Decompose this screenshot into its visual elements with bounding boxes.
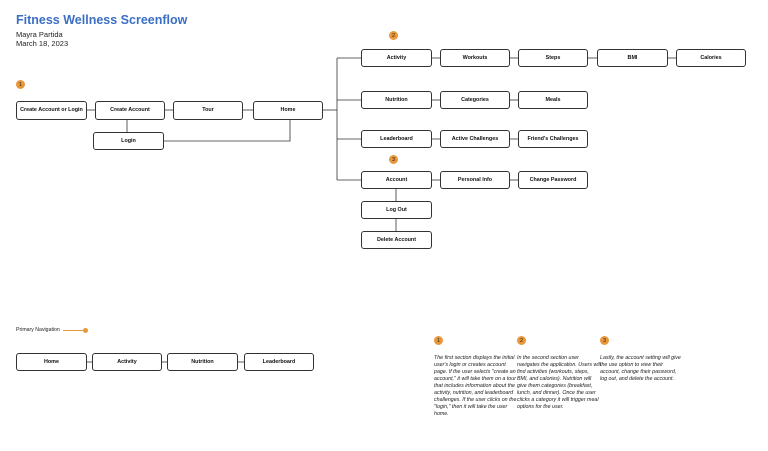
node-log-out: Log Out	[361, 201, 432, 219]
node-home: Home	[253, 101, 323, 120]
node-login: Login	[93, 132, 164, 150]
primary-nav-activity: Activity	[92, 353, 162, 371]
author-name: Mayra Partida	[16, 30, 63, 39]
node-personal-info: Personal Info	[440, 171, 510, 189]
legend-line	[63, 330, 85, 331]
section-badge-2: 2	[389, 31, 398, 40]
primary-nav-home: Home	[16, 353, 87, 371]
node-calories: Calories	[676, 49, 746, 67]
date-label: March 18, 2023	[16, 39, 69, 48]
node-categories: Categories	[440, 91, 510, 109]
node-workouts: Workouts	[440, 49, 510, 67]
note-section-1: The first section displays the initial u…	[434, 355, 517, 417]
page-title: Fitness Wellness Screenflow	[16, 13, 188, 27]
node-activity: Activity	[361, 49, 432, 67]
node-nutrition: Nutrition	[361, 91, 432, 109]
note-badge-3: 3	[600, 336, 609, 345]
section-badge-3: 3	[389, 155, 398, 164]
primary-nav-nutrition: Nutrition	[167, 353, 238, 371]
node-friends-challenges: Friend's Challenges	[518, 130, 588, 148]
node-tour: Tour	[173, 101, 243, 120]
note-section-3: Lastly, the account setting will give th…	[600, 355, 681, 382]
node-account: Account	[361, 171, 432, 189]
node-leaderboard: Leaderboard	[361, 130, 432, 148]
section-badge-1: 1	[16, 80, 25, 89]
node-meals: Meals	[518, 91, 588, 109]
node-steps: Steps	[518, 49, 588, 67]
node-active-challenges: Active Challenges	[440, 130, 510, 148]
node-create-account: Create Account	[95, 101, 165, 120]
node-change-password: Change Password	[518, 171, 588, 189]
node-create-account-or-login: Create Account or Login	[16, 101, 87, 120]
node-delete-account: Delete Account	[361, 231, 432, 249]
primary-nav-leaderboard: Leaderboard	[244, 353, 314, 371]
note-badge-1: 1	[434, 336, 443, 345]
node-bmi: BMI	[597, 49, 668, 67]
legend-label: Primary Navigation	[16, 327, 60, 333]
legend-dot-icon	[83, 328, 88, 333]
note-section-2: In the second section user navigates the…	[517, 355, 601, 410]
note-badge-2: 2	[517, 336, 526, 345]
